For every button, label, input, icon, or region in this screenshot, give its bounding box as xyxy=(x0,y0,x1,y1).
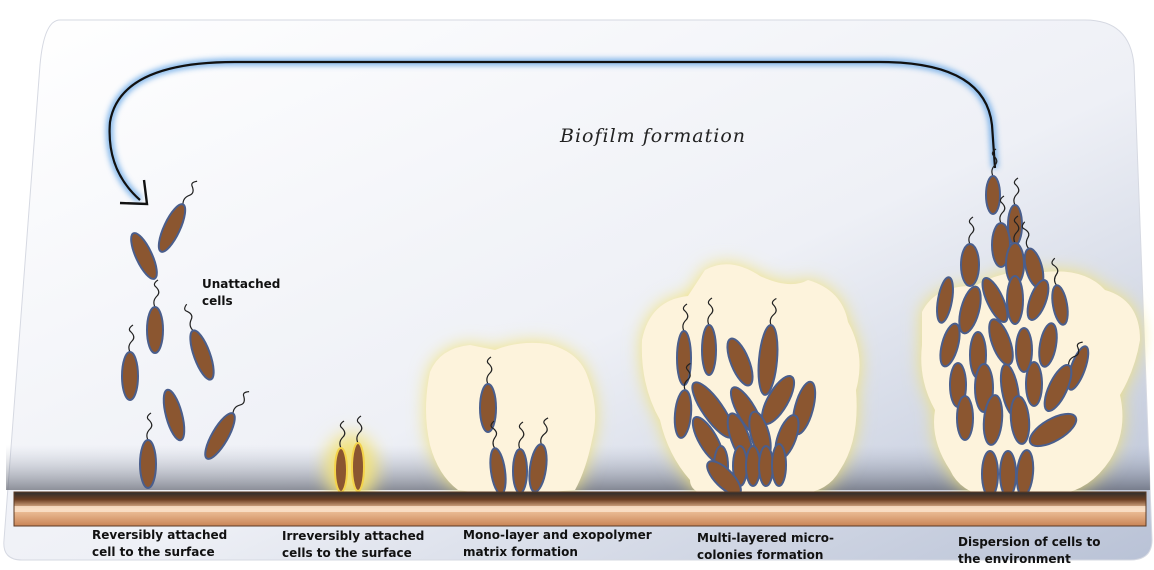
cell-body xyxy=(1026,362,1042,406)
surface xyxy=(14,492,1146,526)
cell-body xyxy=(352,443,364,491)
bacterium-cell xyxy=(746,446,760,486)
cell-body xyxy=(702,325,716,375)
cell-body xyxy=(335,448,347,492)
bacterium-cell xyxy=(1026,362,1042,406)
bacterium-cell xyxy=(759,446,773,486)
cell-body xyxy=(1007,276,1023,324)
matrix-stage-3 xyxy=(426,343,595,495)
stage-1-label: Reversibly attached cell to the surface xyxy=(92,527,227,561)
bacterium-cell xyxy=(1007,276,1023,324)
cell-body xyxy=(147,307,163,353)
cell-body xyxy=(677,331,691,385)
cell-body xyxy=(480,384,496,432)
stage-4-label: Multi-layered micro- colonies formation xyxy=(697,530,834,564)
bacterium-cell xyxy=(772,444,786,486)
cell-body xyxy=(759,446,773,486)
cell-body xyxy=(122,352,138,400)
stage-5-label: Dispersion of cells to the environment xyxy=(958,534,1101,568)
cell-body xyxy=(961,244,979,286)
cell-body xyxy=(982,451,998,497)
cell-body xyxy=(140,440,156,488)
diagram-title: Biofilm formation xyxy=(560,128,746,145)
cell-body xyxy=(957,396,973,440)
unattached-cells-label: Unattached cells xyxy=(202,276,280,310)
bacterium-cell xyxy=(982,451,998,497)
bacterium-cell xyxy=(957,396,973,440)
stage-2-label: Irreversibly attached cells to the surfa… xyxy=(282,528,424,562)
bacterium-cell xyxy=(1000,451,1016,497)
cell-body xyxy=(986,176,1000,214)
stage-3-label: Mono-layer and exopolymer matrix formati… xyxy=(463,527,652,561)
cell-body xyxy=(772,444,786,486)
cell-body xyxy=(513,449,527,493)
cell-body xyxy=(1000,451,1016,497)
cell-body xyxy=(746,446,760,486)
